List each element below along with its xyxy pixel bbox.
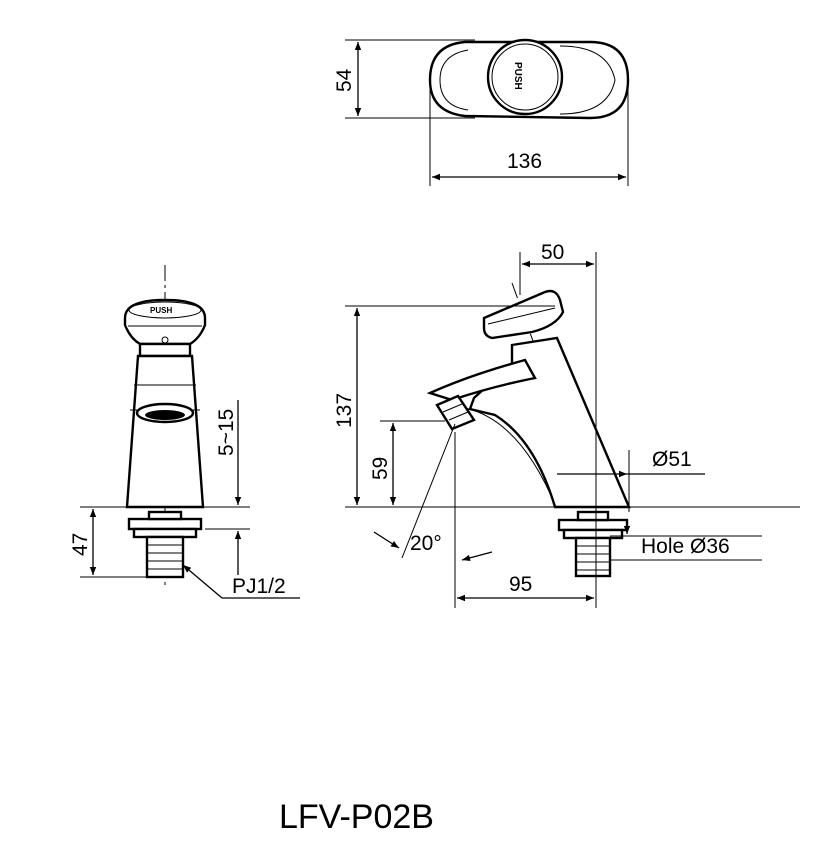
top-view-push-button	[486, 38, 564, 116]
side-view-height-label: 137	[333, 393, 356, 428]
front-view-push-label: PUSH	[150, 306, 172, 315]
top-view-push-label: PUSH	[512, 62, 523, 90]
front-view: PUSH 5~15 47 PJ1/2	[69, 265, 300, 599]
side-view-diameter-label: Ø51	[652, 448, 692, 471]
side-view-offset-label: 50	[541, 241, 564, 264]
side-view-aerator	[435, 394, 476, 431]
side-view-reach-label: 95	[509, 573, 532, 596]
side-view-push-button	[482, 289, 565, 340]
side-view-spout-height-label: 59	[369, 457, 392, 480]
front-view-body	[125, 354, 205, 509]
top-view-depth-label: 54	[333, 68, 356, 92]
side-view-hole-label: Hole Ø36	[641, 535, 730, 558]
top-view: PUSH 54 136	[333, 38, 630, 186]
front-view-thread	[145, 535, 185, 579]
front-view-base-label: 47	[69, 533, 92, 556]
top-view-length-label: 136	[507, 150, 542, 173]
front-view-push-button	[123, 298, 207, 346]
side-view-angle-label: 20°	[410, 532, 442, 555]
front-view-thread-label: PJ1/2	[232, 575, 286, 598]
side-view: 50 137 59 Ø51 20° 95 Hole Ø36	[333, 241, 800, 608]
front-view-range-label: 5~15	[215, 409, 238, 456]
side-view-body	[468, 336, 631, 509]
model-title: LFV-P02B	[279, 798, 434, 836]
